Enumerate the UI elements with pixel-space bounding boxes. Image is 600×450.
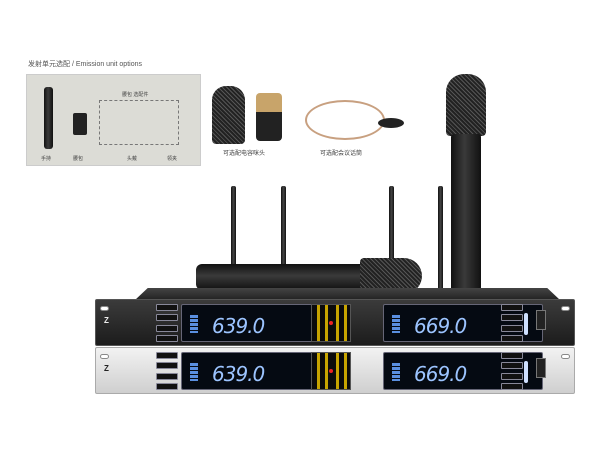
brand-logo: Z <box>104 364 109 373</box>
lavalier-label: 可选配会议话筒 <box>320 151 363 157</box>
power-switch[interactable] <box>536 358 546 378</box>
rack-ear-hole <box>100 306 109 311</box>
bodypack-thumb <box>73 113 87 135</box>
rack-ear-hole <box>561 306 570 311</box>
receiver-unit-black: Z 639.0 669.0 <box>95 299 575 346</box>
options-group-label: 腰包 选配件 <box>122 92 149 98</box>
handheld-mic-thumb <box>44 87 53 149</box>
receiver-chassis-top <box>135 288 560 300</box>
channel-b-frequency: 669.0 <box>414 314 467 338</box>
channel-a-buttons[interactable] <box>156 304 178 342</box>
rack-ear-hole <box>100 354 109 359</box>
antenna <box>231 186 236 291</box>
channel-b-buttons[interactable] <box>501 304 523 342</box>
channel-b-frequency: 669.0 <box>414 362 467 386</box>
handheld-mic-horizontal <box>196 264 366 290</box>
channel-b-buttons[interactable] <box>501 352 523 390</box>
channel-a-frequency: 639.0 <box>212 314 265 338</box>
capsule-label: 可选配电容咪头 <box>223 151 266 157</box>
option-label-headset: 头戴 <box>127 156 138 162</box>
channel-a-buttons[interactable] <box>156 352 178 390</box>
mic-grille-vertical <box>446 74 486 136</box>
antenna <box>438 186 443 291</box>
antenna <box>281 186 286 291</box>
emission-options-panel: 腰包 选配件 手持 腰包 头戴 领夹 <box>26 74 201 166</box>
mic-head-accessory <box>212 86 245 144</box>
power-switch[interactable] <box>536 310 546 330</box>
mic-grille-horizontal <box>360 258 422 294</box>
lavalier-cable-icon <box>305 100 385 140</box>
option-label-handheld: 手持 <box>41 156 52 162</box>
antenna <box>389 186 394 291</box>
options-bracket <box>99 100 179 145</box>
desk-stand-icon <box>378 118 404 128</box>
receiver-unit-silver: Z 639.0 669.0 <box>95 347 575 394</box>
rack-ear-hole <box>561 354 570 359</box>
capsule-accessory <box>256 93 282 141</box>
channel-a-frequency: 639.0 <box>212 362 265 386</box>
brand-logo: Z <box>104 316 109 325</box>
options-title: 发射单元选配 / Emission unit options <box>28 61 142 68</box>
option-label-lavalier: 领夹 <box>167 156 178 162</box>
option-label-bodypack: 腰包 <box>73 156 84 162</box>
handheld-mic-vertical <box>451 134 481 296</box>
